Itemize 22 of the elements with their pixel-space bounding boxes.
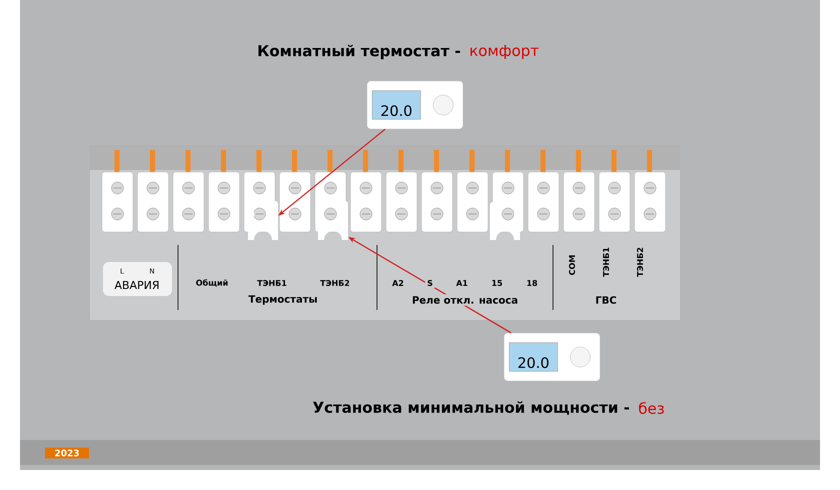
terminal-label: ТЭНБ1 [255,278,289,288]
terminal-label: A1 [454,278,470,288]
terminal-label: COM [566,252,578,278]
terminal-label: A2 [390,278,406,288]
heading-highlight: без [639,402,664,414]
jumper-loop [318,201,348,243]
group-label: ГВС [593,294,619,306]
terminal-label: S [425,278,435,288]
terminal-label: ТЭНБ2 [318,278,352,288]
terminal-label: ТЭНБ2 [634,245,646,279]
year-badge: 2023 [45,448,89,458]
jumper-loop [248,201,278,243]
heading: Комнатный термостат - [258,44,460,60]
terminal-label: АВАРИЯ [114,281,158,290]
heading: Установка минимальной мощности - [313,401,629,415]
terminal-label: ТЭНБ1 [600,245,612,279]
group-label: Термостаты [246,293,320,307]
terminal-label: 15 [489,278,505,288]
thermostat: 20.0 [366,80,464,130]
heading-highlight: комфорт [470,44,539,60]
thermostat: 20.0 [504,332,600,382]
group-label: Реле откл. насоса [410,294,520,306]
